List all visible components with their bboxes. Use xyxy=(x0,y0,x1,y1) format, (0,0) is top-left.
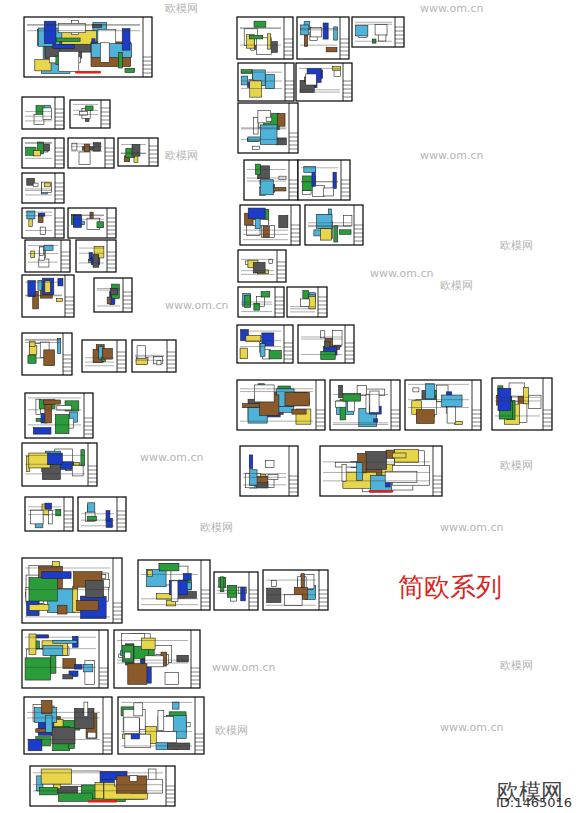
drawing-thumbnail xyxy=(22,333,72,375)
drawing-thumbnail xyxy=(22,97,64,129)
watermark-url: www.om.cn xyxy=(140,452,203,464)
drawing-thumbnail xyxy=(25,393,93,438)
drawing-thumbnail xyxy=(297,17,349,59)
drawing-thumbnail xyxy=(238,63,294,101)
drawing-thumbnail xyxy=(22,558,122,623)
drawing-thumbnail xyxy=(24,697,112,754)
drawing-thumbnail xyxy=(22,138,64,168)
drawing-thumbnail xyxy=(237,325,293,363)
drawing-thumbnail xyxy=(237,380,325,430)
drawing-thumbnail xyxy=(244,160,298,200)
drawing-thumbnail xyxy=(238,250,286,282)
drawing-thumbnail xyxy=(68,208,116,238)
series-title: 简欧系列 xyxy=(398,573,502,602)
watermark: 欧模网 xyxy=(500,460,533,472)
watermark-url: www.om.cn xyxy=(440,722,503,734)
watermark: 欧模网 xyxy=(165,3,198,15)
drawing-thumbnail xyxy=(22,630,108,688)
drawing-thumbnail xyxy=(263,570,328,610)
drawing-thumbnail xyxy=(237,17,293,59)
drawing-thumbnail xyxy=(132,340,176,372)
watermark: 欧模网 xyxy=(200,522,233,534)
drawing-thumbnail xyxy=(70,100,110,128)
watermark-url: www.om.cn xyxy=(370,268,433,280)
drawing-thumbnail xyxy=(240,205,300,245)
drawing-thumbnail xyxy=(240,446,298,496)
drawing-thumbnail xyxy=(298,160,350,200)
drawing-thumbnail xyxy=(68,138,114,168)
drawing-thumbnail xyxy=(214,572,258,610)
drawing-thumbnail xyxy=(82,340,126,372)
watermark: 欧模网 xyxy=(440,280,473,292)
watermark-url: www.om.cn xyxy=(420,150,483,162)
drawing-thumbnail xyxy=(78,497,126,531)
watermark: 欧模网 xyxy=(215,725,248,737)
drawing-thumbnail xyxy=(25,497,73,531)
drawing-thumbnail xyxy=(94,278,132,312)
watermark: 欧模网 xyxy=(165,150,198,162)
drawing-thumbnail xyxy=(298,325,354,363)
watermark-url: www.om.cn xyxy=(212,662,275,674)
drawing-thumbnail xyxy=(352,17,404,47)
drawing-thumbnail xyxy=(22,208,64,238)
drawing-thumbnail xyxy=(287,287,327,317)
drawing-thumbnail xyxy=(305,205,363,245)
drawing-thumbnail xyxy=(30,766,175,806)
drawing-thumbnail xyxy=(118,697,204,754)
watermark-url: www.om.cn xyxy=(440,522,503,534)
drawing-thumbnail xyxy=(24,17,152,77)
drawing-thumbnail xyxy=(76,240,116,272)
drawing-thumbnail xyxy=(238,103,298,153)
model-id: ID:1465016 xyxy=(496,796,572,810)
drawing-thumbnail xyxy=(320,446,442,496)
drawing-thumbnail xyxy=(25,240,70,272)
drawing-thumbnail xyxy=(22,275,74,317)
drawing-thumbnail xyxy=(22,173,64,203)
drawing-thumbnail xyxy=(405,380,481,430)
watermark: 欧模网 xyxy=(500,660,533,672)
drawing-thumbnail xyxy=(330,380,400,430)
watermark-url: www.om.cn xyxy=(420,3,483,15)
drawing-thumbnail xyxy=(296,63,352,101)
watermark-url: www.om.cn xyxy=(165,300,228,312)
drawing-thumbnail xyxy=(114,630,200,688)
drawing-thumbnail xyxy=(138,560,210,610)
drawing-thumbnail xyxy=(22,443,97,486)
watermark: 欧模网 xyxy=(500,240,533,252)
drawing-thumbnail xyxy=(238,287,284,317)
drawing-thumbnail xyxy=(492,378,552,430)
drawing-thumbnail xyxy=(118,138,158,166)
